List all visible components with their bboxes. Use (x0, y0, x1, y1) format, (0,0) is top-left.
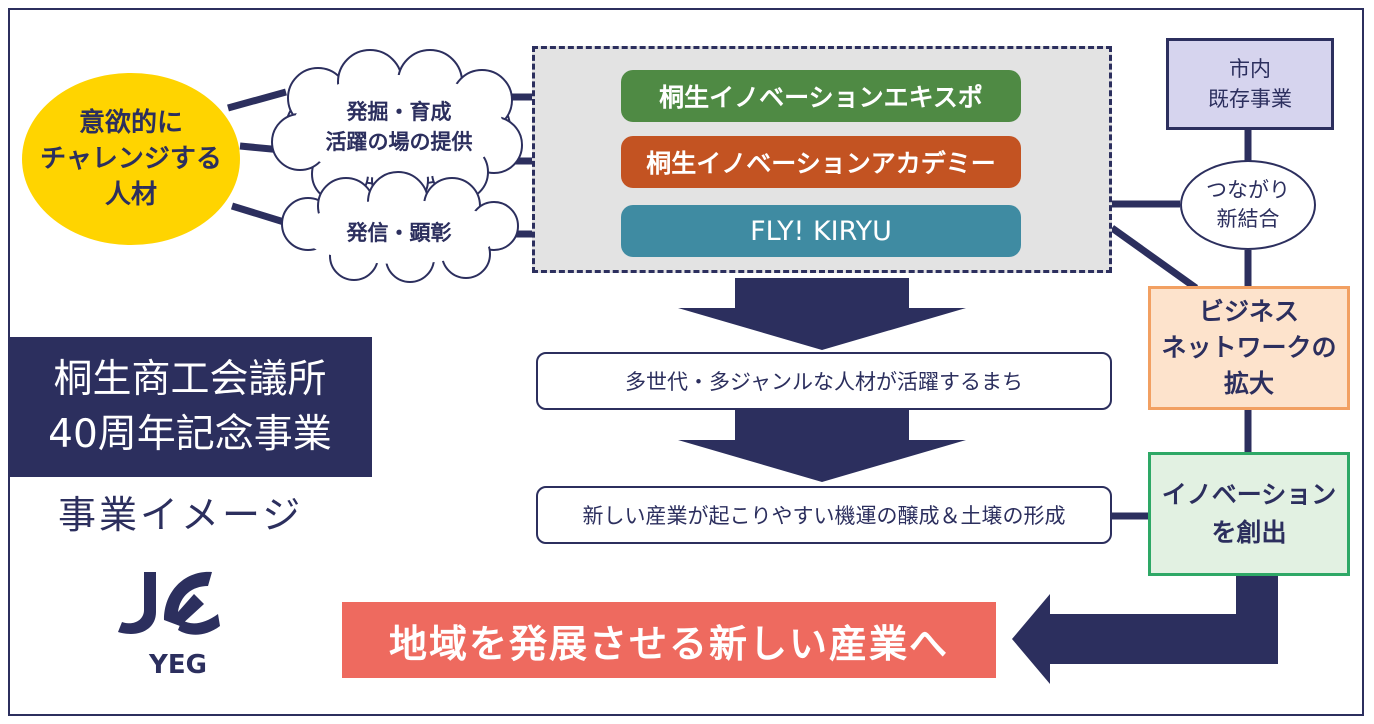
existing-line-2: 既存事業 (1208, 87, 1292, 111)
network-line-1: ビジネス (1198, 297, 1299, 326)
innovation-line-2: を創出 (1211, 518, 1287, 547)
person-line-3: 人材 (104, 180, 157, 210)
connector-person-cloud-bottom (230, 202, 286, 226)
innovation-box: イノベーション を創出 (1148, 452, 1350, 576)
title-line-2: 40周年記念事業 (48, 412, 332, 457)
result-box-1: 多世代・多ジャンルな人材が活躍するまち (536, 352, 1112, 410)
cloud-top-line-1: 発掘・育成 (346, 100, 452, 124)
cloud-top: 発掘・育成 活躍の場の提供 (290, 92, 508, 162)
network-box: ビジネス ネットワークの 拡大 (1148, 286, 1350, 410)
cloud-top-line-2: 活躍の場の提供 (325, 130, 473, 154)
program-fly-kiryu: FLY! KIRYU (621, 205, 1021, 257)
person-line-2: チャレンジする (40, 144, 222, 174)
down-arrow-1 (678, 278, 966, 350)
title-box: 桐生商工会議所 40周年記念事業 (8, 337, 372, 477)
network-line-2: ネットワークの (1161, 333, 1337, 362)
title-line-1: 桐生商工会議所 (53, 357, 327, 402)
person-line-1: 意欲的に (78, 108, 183, 138)
down-arrow-2 (678, 410, 966, 482)
yeg-logo-icon (118, 571, 220, 635)
connect-line-2: 新結合 (1216, 207, 1280, 231)
subtitle: 事業イメージ (58, 493, 304, 537)
program-expo: 桐生イノベーションエキスポ (621, 70, 1021, 122)
existing-business-box: 市内 既存事業 (1166, 38, 1334, 130)
cloud-bottom-line-1: 発信・顕彰 (346, 221, 452, 245)
logo-text: YEG (149, 650, 207, 680)
network-line-3: 拡大 (1223, 369, 1274, 398)
existing-line-1: 市内 (1229, 57, 1271, 81)
innovation-line-1: イノベーション (1161, 480, 1337, 509)
connect-line-1: つながり (1206, 178, 1290, 202)
goal-box: 地域を発展させる新しい産業へ (342, 602, 996, 678)
connect-circle: つながり 新結合 (1180, 160, 1316, 250)
person-oval: 意欲的に チャレンジする 人材 (22, 73, 240, 245)
program-academy: 桐生イノベーションアカデミー (621, 136, 1021, 188)
connector-person-cloud-top (227, 88, 287, 112)
cloud-bottom: 発信・顕彰 (290, 216, 508, 250)
goal-arrow (1012, 576, 1278, 684)
result-box-2: 新しい産業が起こりやすい機運の醸成＆土壌の形成 (536, 486, 1112, 544)
connector-group-network (1109, 225, 1199, 291)
